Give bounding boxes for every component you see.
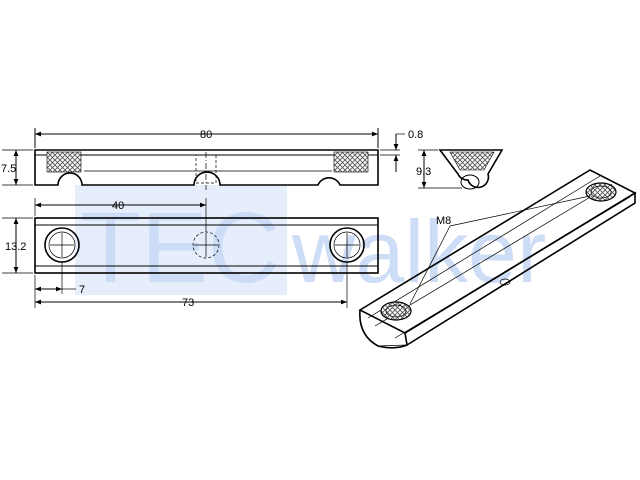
dim-hole-length: 73 bbox=[182, 297, 194, 309]
watermark-text-1: TEC bbox=[80, 192, 280, 304]
top-view: 40 13.2 7 73 bbox=[2, 198, 379, 309]
dim-overall-length: 80 bbox=[200, 129, 212, 141]
side-view: 80 0.8 7.5 bbox=[1, 128, 423, 190]
watermark-text-2: walker bbox=[291, 202, 546, 301]
dim-thickness-small: 0.8 bbox=[408, 129, 423, 141]
dim-hole-spacing: 40 bbox=[112, 200, 124, 212]
label-thread: M8 bbox=[436, 215, 451, 227]
dim-edge-offset: 7 bbox=[79, 284, 85, 296]
isometric-view: M8 bbox=[358, 169, 637, 349]
dim-width: 13.2 bbox=[5, 241, 26, 253]
dim-height-side: 7.5 bbox=[1, 163, 16, 175]
watermark: TEC walker bbox=[75, 185, 546, 304]
dim-height-end: 9.3 bbox=[416, 166, 431, 178]
end-view: 9.3 bbox=[416, 149, 504, 190]
